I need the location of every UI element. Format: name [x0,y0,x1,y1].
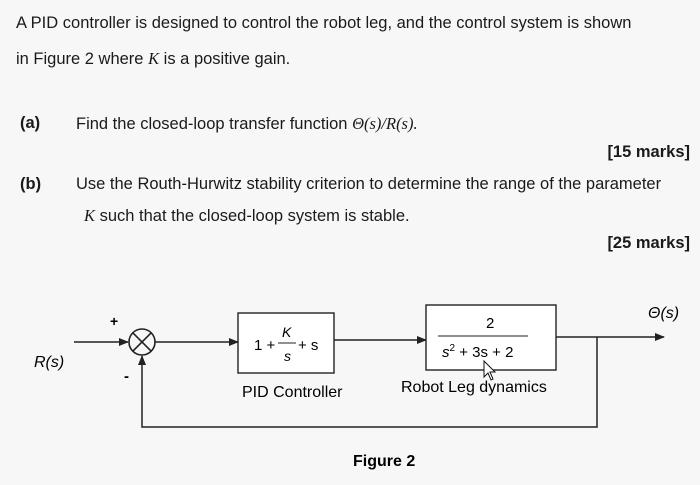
intro-line-1: A PID controller is designed to control … [16,14,632,32]
pid-lead: 1 + [254,337,276,354]
pid-numerator: K [282,324,292,340]
plant-caption: Robot Leg dynamics [401,379,547,396]
plant-denominator: s2 + 3s + 2 [442,343,513,361]
part-b-question-line-2: K such that the closed-loop system is st… [84,206,410,226]
plant-block [425,304,557,371]
part-a-text: Find the closed-loop transfer function [76,115,353,133]
intro-line-2-start: in Figure 2 where [16,50,149,68]
plant-den-rest: + 3s + 2 [455,344,513,361]
part-b-marks: [25 marks] [607,234,690,252]
mouse-cursor-icon [483,359,497,381]
part-a-expression: Θ(s)/R(s). [352,114,418,133]
intro-line-2-end: is a positive gain. [159,50,291,68]
pid-denominator: s [284,348,291,364]
part-a-question: Find the closed-loop transfer function Θ… [76,114,418,134]
part-a-marks: [15 marks] [607,143,690,161]
plant-numerator: 2 [486,315,494,332]
part-a-label: (a) [20,114,41,132]
figure-caption: Figure 2 [353,453,415,470]
part-b-text-2: such that the closed-loop system is stab… [95,207,410,225]
plus-sign: + [110,313,118,329]
part-b-gain-variable: K [84,206,96,225]
part-b-question-line-1: Use the Routh-Hurwitz stability criterio… [76,175,662,193]
part-b-label: (b) [20,175,42,193]
gain-variable: K [148,49,160,68]
input-label: R(s) [34,354,64,371]
output-label: Θ(s) [648,305,679,322]
pid-caption: PID Controller [242,384,343,401]
feedback-path [138,337,598,428]
plant-den-exponent: 2 [450,343,456,354]
minus-sign: - [124,368,129,385]
pid-tail: + s [298,337,318,354]
plant-den-s: s [442,344,450,361]
intro-line-2: in Figure 2 where K is a positive gain. [16,49,290,69]
summing-junction [128,328,156,356]
